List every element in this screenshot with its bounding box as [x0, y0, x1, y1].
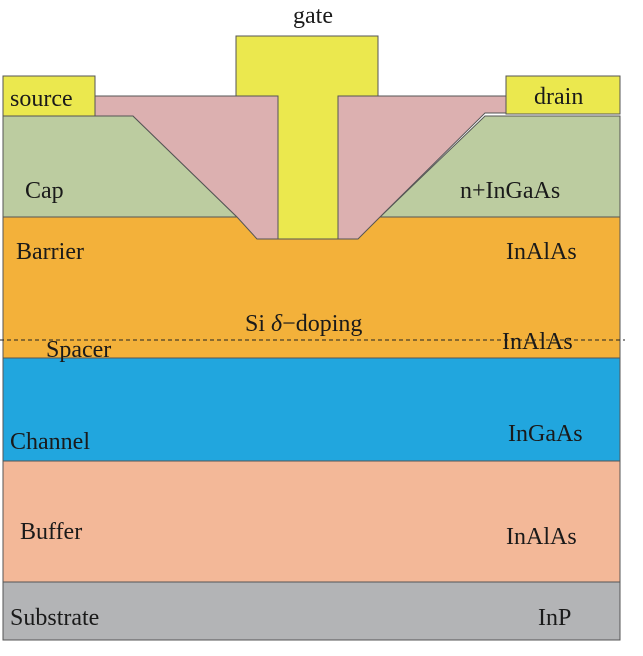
- drain-label: drain: [534, 84, 583, 110]
- substrate-label: Substrate: [10, 605, 99, 631]
- drain-contact: [505, 75, 621, 115]
- spacer-material-label: InAlAs: [502, 329, 573, 355]
- spacer-label: Spacer: [46, 337, 111, 363]
- channel-material-label: InGaAs: [508, 421, 583, 447]
- barrier-label: Barrier: [16, 239, 84, 265]
- gate-label: gate: [293, 3, 333, 29]
- substrate-material-label: InP: [538, 605, 571, 631]
- source-contact: [2, 75, 96, 117]
- delta-doping-prefix: Si: [245, 311, 271, 337]
- cap-layer-right: [378, 115, 621, 218]
- channel-label: Channel: [10, 429, 90, 455]
- channel-layer: [2, 357, 621, 462]
- delta-doping-label: Si δ−doping: [245, 311, 362, 337]
- buffer-layer: [2, 460, 621, 583]
- buffer-material-label: InAlAs: [506, 524, 577, 550]
- buffer-label: Buffer: [20, 519, 82, 545]
- cap-label: Cap: [25, 178, 64, 204]
- substrate-layer: [2, 581, 621, 641]
- barrier-material-label: InAlAs: [506, 239, 577, 265]
- delta-doping-suffix: −doping: [282, 311, 362, 337]
- source-label: source: [10, 86, 73, 112]
- t-gate: [235, 35, 379, 240]
- delta-symbol: δ: [271, 311, 283, 337]
- cap-material-label: n+InGaAs: [460, 178, 560, 204]
